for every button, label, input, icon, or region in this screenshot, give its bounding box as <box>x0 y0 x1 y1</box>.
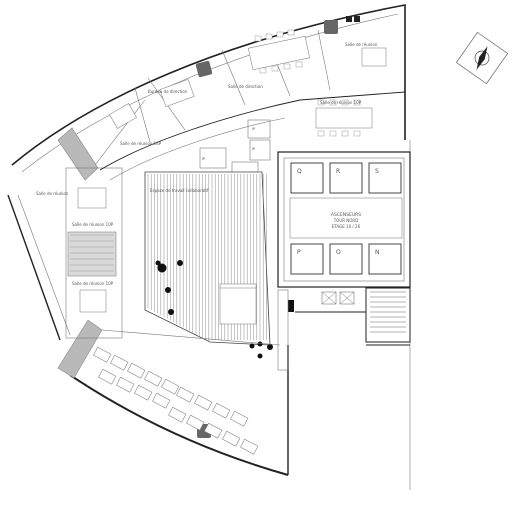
desk <box>144 370 163 387</box>
corridor-line-top-inner <box>109 117 286 181</box>
desk <box>98 368 117 385</box>
elevator-car <box>290 243 324 275</box>
bottom-facade-wall <box>69 374 289 476</box>
desk <box>240 438 259 455</box>
column-top-far-2 <box>354 16 360 22</box>
label-open-space: Espace de travail collaboratif <box>150 188 209 193</box>
desk <box>230 410 249 427</box>
column-top-left <box>195 60 213 78</box>
left-core-grey <box>67 231 117 277</box>
core-outline <box>277 151 411 288</box>
label-reunion-left-1: Salle de réunion <box>36 191 69 196</box>
label-reunion-top: Salle de réunion <box>345 42 378 47</box>
label-direction-mid: Salle de direction <box>228 84 263 89</box>
round-seats <box>155 260 273 359</box>
label-ascenseurs: ASCENSEURS <box>331 212 361 218</box>
label-ip-b: IP <box>252 127 255 131</box>
desk <box>134 384 153 401</box>
elevator-letter: S <box>375 168 379 175</box>
core-black-pier <box>288 300 294 312</box>
top-chairs <box>254 29 361 137</box>
desk <box>152 392 171 409</box>
elevator-letter: Q <box>297 168 302 175</box>
label-reunion-right: Salle de réunion 10P <box>320 100 362 105</box>
elevator-letter: R <box>336 168 340 175</box>
elevator-car <box>290 162 324 194</box>
label-ascenseurs-sub2: ETAGE 10 / 26 <box>332 224 361 229</box>
left-facade-wall <box>7 194 61 341</box>
label-ip-a: IP <box>202 157 205 161</box>
top-room-tables <box>109 35 387 129</box>
elevator-car <box>329 243 363 275</box>
elevator-letter: P <box>297 249 301 256</box>
column-top-right <box>324 20 338 34</box>
label-ip-c: IP <box>252 147 255 151</box>
left-block <box>65 167 123 339</box>
lower-core-shafts <box>321 291 337 305</box>
core-inner <box>283 157 405 282</box>
desk <box>194 394 213 411</box>
open-space-right-wall <box>277 289 289 371</box>
desk <box>186 414 205 431</box>
elevator-car <box>368 162 402 194</box>
corridor-line-top <box>99 91 406 171</box>
desk <box>110 354 129 371</box>
desk <box>161 378 180 395</box>
central-table-top <box>219 283 257 289</box>
desk <box>168 406 187 423</box>
left-facade-inner <box>17 194 71 336</box>
label-ascenseurs-sub: TOUR NORD <box>333 218 359 223</box>
elevator-letter: N <box>375 249 380 256</box>
left-meeting-2 <box>79 289 107 313</box>
desk <box>222 430 241 447</box>
desk <box>212 402 231 419</box>
compass-icon <box>455 31 509 85</box>
left-core-hatch <box>70 234 114 272</box>
label-direction-left: Bureau de direction <box>148 89 188 94</box>
label-reunion-left-3: Salle de réunion 10P <box>72 281 114 286</box>
desk <box>116 376 135 393</box>
elevator-letter: O <box>336 249 341 256</box>
corner-wedge-bottom <box>57 319 103 379</box>
elevator-hall <box>289 197 403 239</box>
left-meeting-1 <box>77 187 107 209</box>
bottom-area-divider <box>101 329 281 346</box>
bottom-desks <box>93 346 259 455</box>
corner-wedge-top <box>57 127 99 181</box>
lower-core-shafts-2 <box>339 291 355 305</box>
stair-block <box>365 287 411 343</box>
desk <box>176 386 195 403</box>
elevator-car <box>368 243 402 275</box>
central-table <box>219 285 257 325</box>
column-top-far <box>346 16 352 22</box>
north-arrow-icon <box>476 46 488 70</box>
desk <box>127 362 146 379</box>
label-bureau-center: Salle de réunion 14P <box>120 141 162 146</box>
label-reunion-left-2: Salle de réunion 10P <box>72 222 114 227</box>
outer-facade-wall <box>11 4 406 166</box>
elevator-car <box>329 162 363 194</box>
desk <box>204 422 223 439</box>
elevator-cars: Q R S P O N <box>290 162 402 275</box>
stair-treads <box>370 291 406 333</box>
desk <box>93 346 112 363</box>
